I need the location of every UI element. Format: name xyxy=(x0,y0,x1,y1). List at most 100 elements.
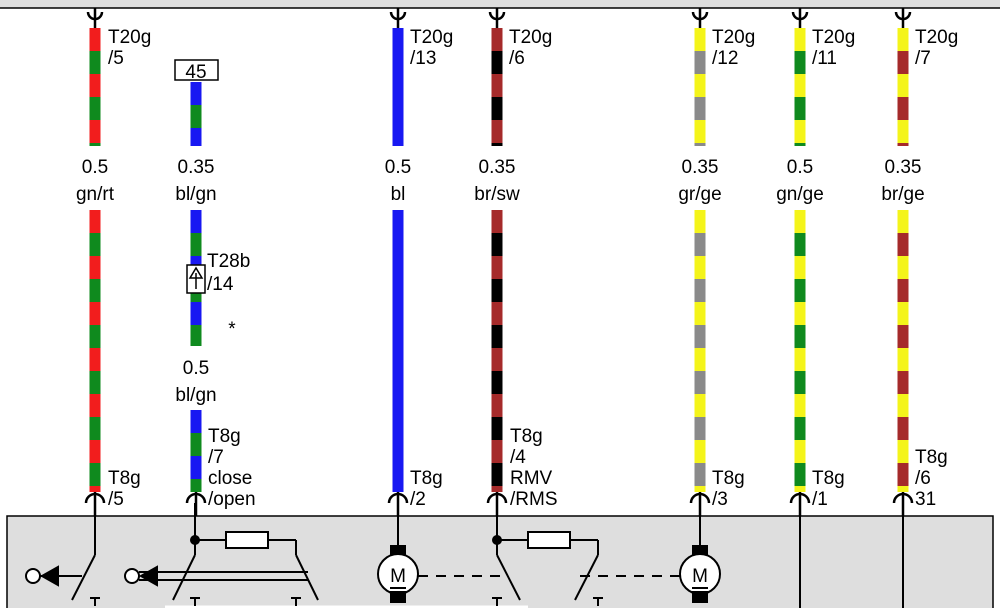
wire-5-stripe xyxy=(694,74,706,97)
wire-7-stripe xyxy=(897,210,909,233)
wire-5-color-code: gr/ge xyxy=(678,184,721,205)
wire-6-stripe xyxy=(794,210,806,233)
wire-3-stripe xyxy=(392,417,404,440)
wire-5-bottom-connector: T8g xyxy=(712,468,745,489)
wire-4-stripe xyxy=(491,143,503,146)
wire-2-gauge-bottom: 0.5 xyxy=(183,358,209,379)
wire-5-stripe xyxy=(694,120,706,143)
wire-6-stripe xyxy=(794,256,806,279)
wire-7-stripe xyxy=(897,486,909,492)
wire-2-bottom-pin: /7 xyxy=(208,447,224,468)
wire-1-top-connector: T20g xyxy=(108,27,151,48)
wire-7-gauge: 0.35 xyxy=(885,157,922,178)
wire-2-stripe xyxy=(190,82,202,105)
wire-3-stripe xyxy=(392,233,404,256)
wire-2-stripe xyxy=(190,433,202,456)
wire-4-stripe xyxy=(491,74,503,97)
motor-2-symbol: M xyxy=(692,566,708,587)
wire-6-stripe xyxy=(794,371,806,394)
wire-6-gauge: 0.5 xyxy=(787,157,813,178)
wire-4-color-code: br/sw xyxy=(474,184,520,205)
switch-2-symbol xyxy=(124,503,319,606)
wire-4-gauge: 0.35 xyxy=(479,157,516,178)
wire-3-stripe xyxy=(392,74,404,97)
wire-5-top-connector: T20g xyxy=(712,27,755,48)
wire-3-stripe xyxy=(392,210,404,233)
wire-7-bottom-connector: T8g xyxy=(915,447,948,468)
wire-5-bottom-pin: /3 xyxy=(712,489,728,510)
wire-5-top-pin: /12 xyxy=(712,48,738,69)
wire-1-stripe xyxy=(89,371,101,394)
wire-2-mid-connector: T28b xyxy=(207,251,250,272)
wire-2-stripe xyxy=(190,105,202,128)
wire-7-stripe xyxy=(897,97,909,120)
wire-6-stripe xyxy=(794,51,806,74)
wire-2-stripe xyxy=(190,456,202,479)
wire-5-stripe xyxy=(694,210,706,233)
wire-4-bottom-extra-2: /RMS xyxy=(510,489,558,510)
wire-6-stripe xyxy=(794,120,806,143)
wire-3-stripe xyxy=(392,256,404,279)
wire-7 xyxy=(892,8,914,516)
motor-1 xyxy=(377,503,500,603)
wire-6-top-pin: /11 xyxy=(812,48,837,69)
wire-7-stripe xyxy=(897,348,909,371)
wire-7-stripe xyxy=(897,440,909,463)
wire-2-top-box xyxy=(174,59,219,81)
wire-3 xyxy=(387,8,409,516)
wire-2-color-code-bottom: bl/gn xyxy=(175,385,216,406)
wire-3-stripe xyxy=(392,394,404,417)
wire-2 xyxy=(185,82,207,516)
wire-4-stripe xyxy=(491,210,503,233)
wire-4-stripe xyxy=(491,394,503,417)
wire-7-bottom-extra-1: 31 xyxy=(915,489,936,510)
wire-3-stripe xyxy=(392,371,404,394)
wire-6-top-connector-symbol xyxy=(791,8,809,28)
wire-2-color-code: bl/gn xyxy=(175,184,216,205)
wire-6-stripe xyxy=(794,440,806,463)
wire-7-stripe xyxy=(897,256,909,279)
switch-1-symbol xyxy=(25,503,96,601)
wire-5-stripe xyxy=(694,325,706,348)
wire-4-top-connector-symbol xyxy=(488,8,506,28)
wire-2-mid-arrowhead xyxy=(188,266,204,279)
wire-5-stripe xyxy=(694,394,706,417)
wire-2-stripe xyxy=(190,410,202,433)
wire-2-stripe xyxy=(190,210,202,233)
wire-1-stripe xyxy=(89,51,101,74)
wire-1-bottom-connector: T8g xyxy=(108,468,141,489)
wire-3-stripe xyxy=(392,143,404,146)
wire-6-stripe xyxy=(794,302,806,325)
wire-4-stripe xyxy=(491,486,503,492)
wire-4-stripe xyxy=(491,325,503,348)
wire-5-stripe xyxy=(694,97,706,120)
wire-4-stripe xyxy=(491,279,503,302)
wire-4-bottom-pin: /4 xyxy=(510,447,526,468)
motor-1-symbol: M xyxy=(390,566,406,587)
wire-4-top-pin: /6 xyxy=(509,48,525,69)
wire-6-color-code: gn/ge xyxy=(776,184,824,205)
wire-3-stripe xyxy=(392,28,404,51)
wire-6-stripe xyxy=(794,348,806,371)
resistor-1 xyxy=(225,531,269,549)
wire-4-stripe xyxy=(491,463,503,486)
wire-1-stripe xyxy=(89,279,101,302)
wire-4-stripe xyxy=(491,371,503,394)
wire-6 xyxy=(789,8,811,516)
wire-2-mid-pin: /14 xyxy=(207,274,234,295)
wire-1-stripe xyxy=(89,394,101,417)
wire-5-top-connector-symbol xyxy=(691,8,709,28)
wire-7-stripe xyxy=(897,417,909,440)
wire-7-stripe xyxy=(897,371,909,394)
wire-2-stripe xyxy=(190,128,202,146)
components-layer xyxy=(25,503,904,608)
wire-1-top-connector-symbol xyxy=(86,8,104,28)
wire-5-stripe xyxy=(694,143,706,146)
wire-6-stripe xyxy=(794,463,806,486)
wire-6-stripe xyxy=(794,233,806,256)
wire-5 xyxy=(689,8,711,516)
wire-1-stripe xyxy=(89,440,101,463)
wire-3-stripe xyxy=(392,302,404,325)
wire-4-stripe xyxy=(491,97,503,120)
wire-1-stripe xyxy=(89,348,101,371)
